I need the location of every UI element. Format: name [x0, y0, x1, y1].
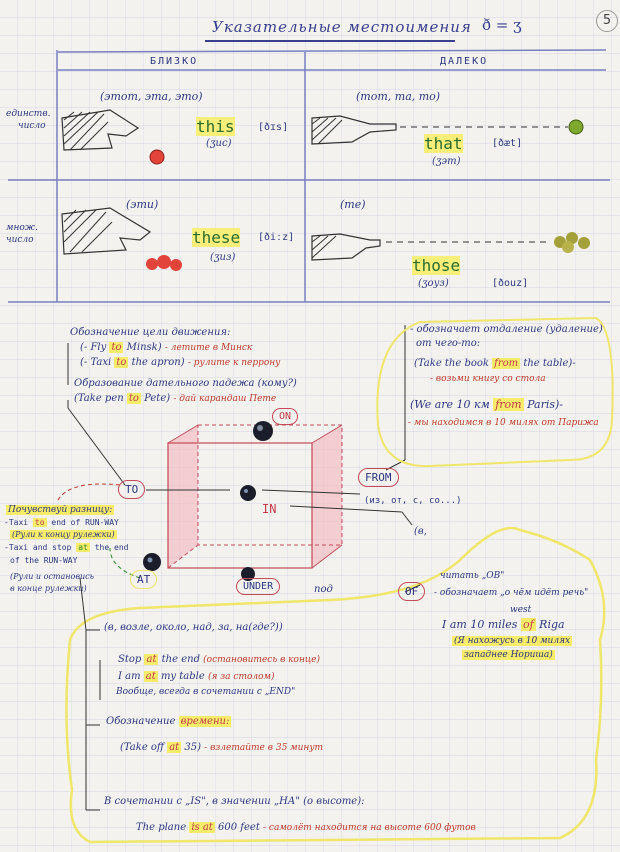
from-translation-2: - мы находимся в 10 милях от Парижа — [408, 418, 599, 428]
phonetic-formula: ð = ʒ — [482, 16, 522, 34]
feel-line-4: (Рули и остановись — [10, 572, 95, 581]
this-ipa: [ðɪs] — [258, 122, 289, 133]
of-west: west — [510, 605, 532, 615]
at-example-4: The plane is at 600 feet - самолёт наход… — [136, 822, 476, 833]
row-singular-label: единств. число — [6, 109, 51, 131]
this-russian: (этот, эта, это) — [100, 90, 203, 103]
preposition-cube — [167, 424, 343, 569]
from-example-2: (We are 10 км from Paris)- — [410, 398, 564, 411]
pointing-hand-icon — [311, 233, 381, 261]
of-translation-1: (Я нахожусь в 10 милях — [452, 636, 573, 646]
these-sound: (ʒиз) — [210, 252, 236, 263]
word-this: this — [196, 117, 235, 136]
apples-icon — [146, 255, 182, 271]
pointing-hand-icon — [61, 207, 152, 255]
at-example-3: (Take off at 35) - взлетайте в 35 минут — [120, 742, 324, 753]
label-from-ru: (из, от, с, со...) — [364, 496, 462, 506]
to-heading-2: Образование дательного падежа (кому?) — [74, 378, 297, 389]
pointing-hand-icon — [61, 109, 140, 151]
this-sound: (ʒис) — [206, 138, 232, 149]
label-under: UNDER — [236, 578, 281, 595]
at-example-2: I am at my table (я за столом) — [118, 671, 275, 682]
label-under-ru: под — [314, 584, 333, 595]
row-plural-label: множ. число — [6, 223, 38, 245]
feel-line-1: -Taxi to end of RUN-WAY — [4, 518, 119, 527]
that-ipa: [ðæt] — [492, 138, 523, 149]
of-translation-2: западнее Нориша) — [462, 650, 555, 660]
of-example: I am 10 miles of Riga — [442, 618, 565, 631]
feel-translation-1: (Рули к концу рулежки) — [10, 530, 117, 539]
from-heading: - обозначает отдаление (удаление) — [410, 324, 603, 335]
to-example-2: (- Taxi to the apron) - рулите к перрону — [80, 357, 281, 368]
col-far-header: ДАЛЕКО — [440, 56, 489, 67]
that-sound: (ʒэт) — [432, 156, 461, 167]
at-example-1: Stop at the end (остановитесь в конце) — [118, 654, 321, 665]
at-meanings: (в, возле, около, над, за, на(где?)) — [104, 622, 283, 633]
label-of: OF — [398, 582, 426, 601]
apples-icon — [554, 232, 590, 253]
label-in-ru: (в, — [414, 526, 427, 537]
label-from: FROM — [358, 468, 399, 487]
yellow-outline — [65, 526, 606, 844]
of-read: читать „ОВ" — [440, 571, 505, 581]
to-example-3: (Take pen to Pete) - дай карандаш Пете — [74, 393, 277, 404]
page-title: Указательные местоимения — [212, 18, 472, 36]
label-at: AT — [130, 570, 158, 589]
of-description: - обозначает „о чём идёт речь" — [434, 588, 589, 598]
feel-line-3: of the RUN-WAY — [10, 556, 78, 565]
at-note: Вообще, всегда в сочетании с „END" — [116, 687, 296, 697]
page-number: 5 — [596, 10, 618, 32]
from-translation-1: - возьми книгу со стола — [430, 374, 546, 384]
label-to: TO — [118, 480, 146, 499]
label-on: ON — [272, 408, 299, 425]
at-time-heading: Обозначение времени: — [106, 716, 232, 727]
word-these: these — [192, 228, 241, 247]
feel-heading: Почувствуй разницу: — [6, 505, 115, 515]
title-underline — [205, 40, 455, 42]
at-combination: В сочетании с „IS", в значении „НА" (о в… — [104, 796, 365, 807]
those-sound: (ʒоуз) — [418, 278, 449, 289]
feel-line-5: в конце рулежки) — [10, 584, 87, 593]
col-near-header: БЛИЗКО — [150, 56, 199, 67]
to-heading: Обозначение цели движения: — [70, 327, 231, 338]
pointing-hand-icon — [311, 115, 397, 145]
that-russian: (тот, та, то) — [356, 90, 441, 103]
feel-line-2: -Taxi and stop at the end — [4, 543, 129, 552]
those-ipa: [ðouz] — [492, 278, 529, 289]
label-in: IN — [262, 502, 277, 516]
from-heading-2: от чего-то: — [416, 338, 481, 349]
from-example-1: (Take the book from the table)- — [414, 358, 576, 369]
to-example-1: (- Fly to Minsk) - летите в Минск — [80, 342, 253, 353]
these-russian: (эти) — [126, 198, 159, 211]
word-those: those — [412, 256, 461, 275]
these-ipa: [ðiːz] — [258, 232, 295, 243]
word-that: that — [424, 134, 463, 153]
those-russian: (те) — [340, 198, 366, 211]
